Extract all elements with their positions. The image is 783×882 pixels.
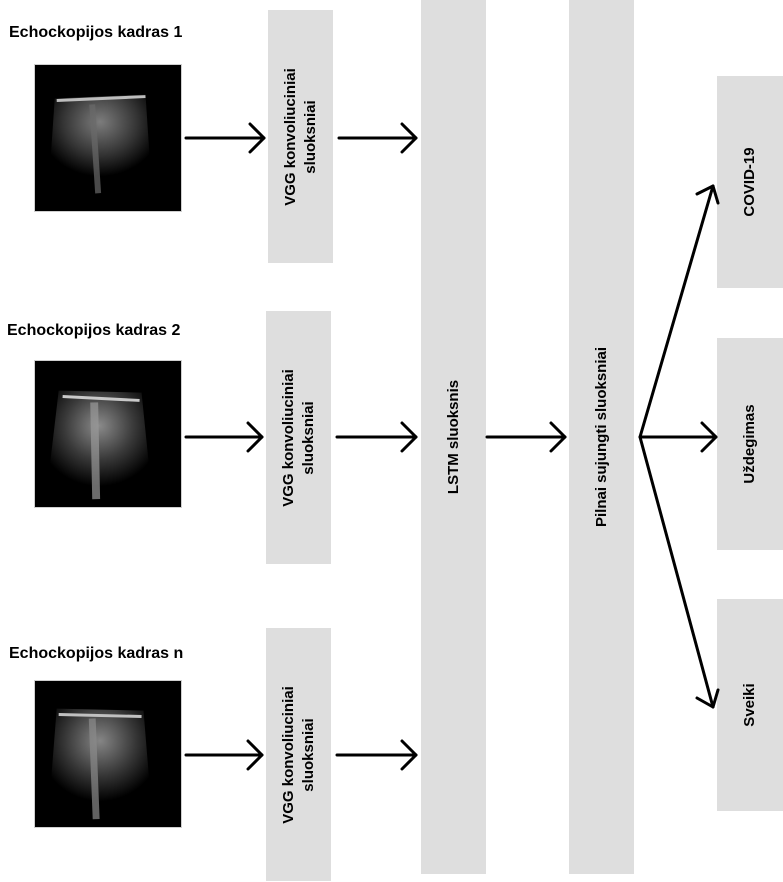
output-block-inflammation: Uždegimas [717, 338, 783, 550]
ultrasound-frame-2-image [34, 360, 182, 508]
arrow-vgg2-to-lstm [335, 421, 418, 453]
ultrasound-frame-n-image [34, 680, 182, 828]
dense-block: Pilnai sujungti sluoksniai [569, 0, 634, 874]
vgg-block-1: VGG konvoliuciniai sluoksniai [268, 10, 333, 263]
arrow-frame1-to-vgg1 [184, 122, 266, 154]
vgg-block-n: VGG konvoliuciniai sluoksniai [266, 628, 331, 881]
arrow-vggn-to-lstm [335, 739, 418, 771]
arrow-dense-to-healthy [638, 435, 720, 709]
frame-n-label: Echockopijos kadras n [9, 645, 184, 662]
vgg-block-2: VGG konvoliuciniai sluoksniai [266, 311, 331, 564]
arrow-dense-to-inflammation [638, 421, 718, 453]
ultrasound-frame-1-image [34, 64, 182, 212]
arrow-lstm-to-dense [485, 421, 567, 453]
arrow-dense-to-covid [638, 184, 720, 439]
lstm-block: LSTM sluoksnis [421, 0, 486, 874]
frame-2-label: Echockopijos kadras 2 [7, 322, 181, 339]
output-block-healthy: Sveiki [717, 599, 783, 811]
arrow-framen-to-vggn [184, 739, 264, 771]
arrow-vgg1-to-lstm [337, 122, 418, 154]
frame-1-label: Echockopijos kadras 1 [9, 24, 183, 41]
output-block-covid: COVID-19 [717, 76, 783, 288]
arrow-frame2-to-vgg2 [184, 421, 264, 453]
